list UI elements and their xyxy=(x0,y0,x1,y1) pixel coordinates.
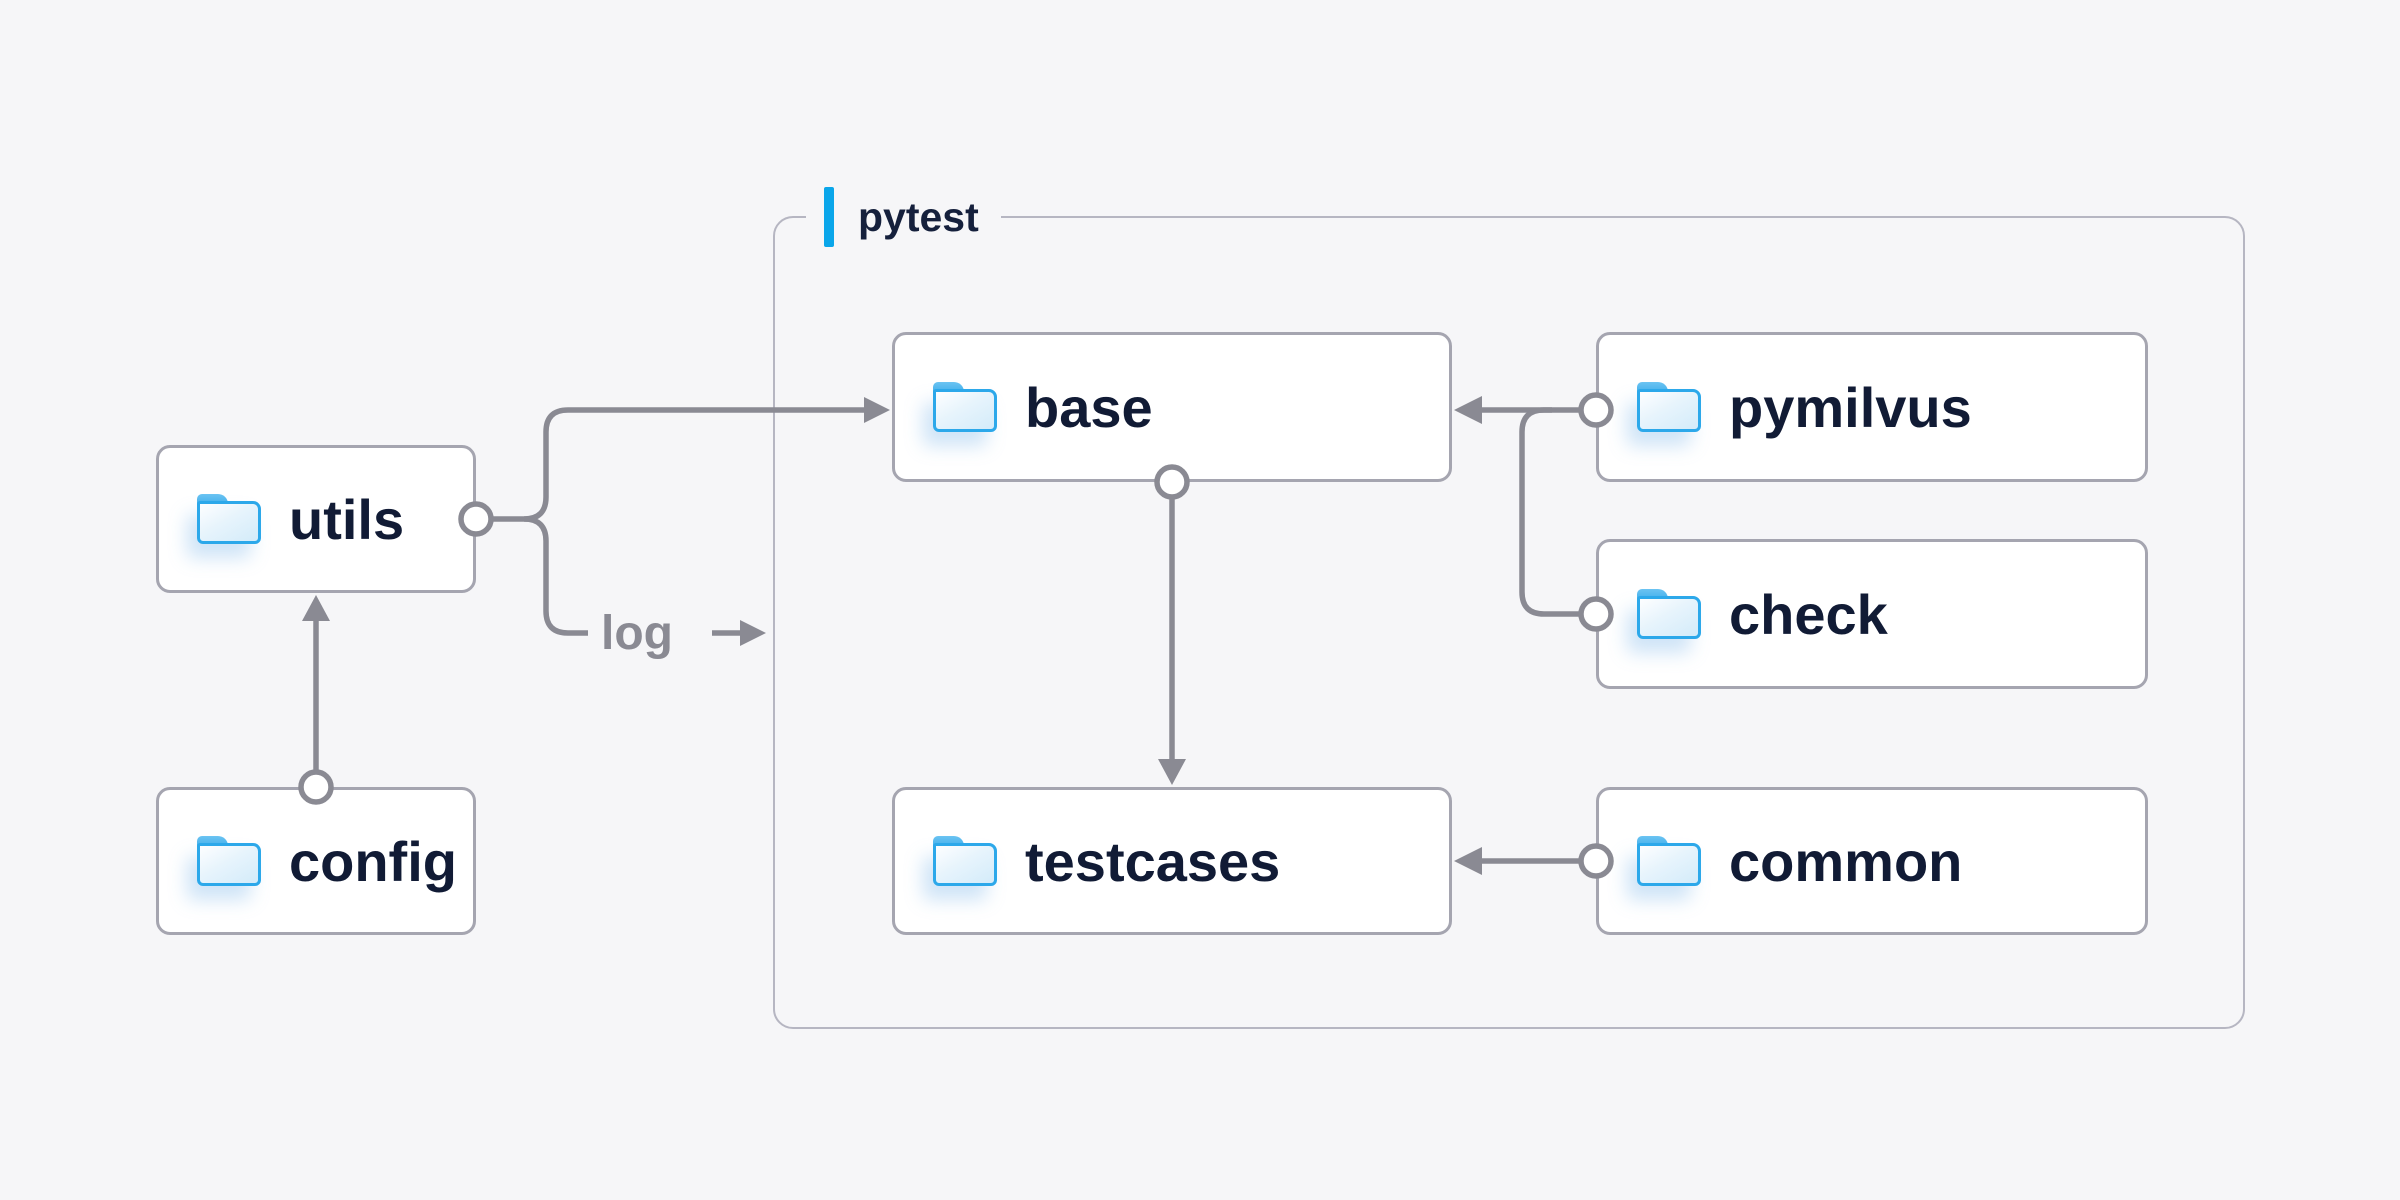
group-pytest-border xyxy=(773,216,2245,1029)
node-label: testcases xyxy=(1025,829,1281,893)
arrowhead-up-icon xyxy=(302,595,330,621)
node-label: config xyxy=(289,829,457,893)
node-check: check xyxy=(1596,539,2148,689)
node-pymilvus: pymilvus xyxy=(1596,332,2148,482)
folder-icon xyxy=(1637,836,1701,886)
node-label: utils xyxy=(289,487,405,551)
node-testcases: testcases xyxy=(892,787,1452,935)
node-label: check xyxy=(1729,582,1888,646)
node-label: common xyxy=(1729,829,1963,893)
node-utils: utils xyxy=(156,445,476,593)
folder-icon xyxy=(1637,382,1701,432)
folder-icon xyxy=(197,836,261,886)
node-common: common xyxy=(1596,787,2148,935)
edge-log-annotation: log xyxy=(601,606,673,660)
arrowhead-log-icon xyxy=(740,620,766,646)
folder-icon xyxy=(933,836,997,886)
node-label: pymilvus xyxy=(1729,375,1972,439)
folder-icon xyxy=(1637,589,1701,639)
accent-bar-icon xyxy=(824,187,834,247)
edge-utils-log xyxy=(523,516,588,636)
folder-icon xyxy=(933,382,997,432)
node-config: config xyxy=(156,787,476,935)
group-pytest-label: pytest xyxy=(806,186,1001,248)
group-title: pytest xyxy=(858,193,979,240)
folder-icon xyxy=(197,494,261,544)
node-base: base xyxy=(892,332,1452,482)
node-label: base xyxy=(1025,375,1153,439)
